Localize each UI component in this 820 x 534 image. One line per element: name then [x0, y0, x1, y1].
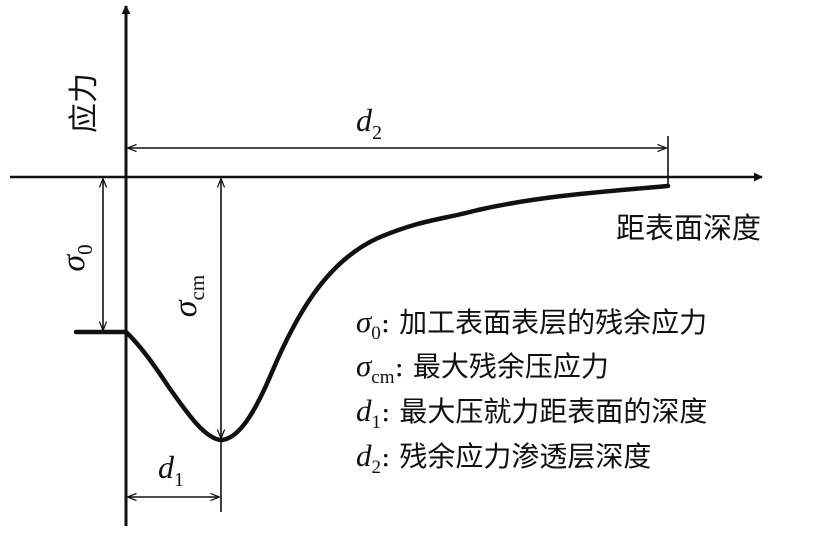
sigma-cm-label: σcm	[167, 275, 209, 317]
residual-stress-curve	[73, 183, 671, 443]
legend-item-sigma0: σ0: 加工表面表层的残余应力	[356, 304, 707, 344]
sigma0-label: σ0	[55, 244, 97, 271]
legend: σ0: 加工表面表层的残余应力 σcm: 最大残余压应力 d1: 最大压就力距表…	[356, 304, 707, 478]
legend-item-d1: d1: 最大压就力距表面的深度	[356, 393, 707, 433]
svg-text:σ0: σ0	[55, 244, 97, 271]
d2-label: d2	[356, 102, 382, 144]
legend-item-sigma-cm: σcm: 最大残余压应力	[356, 348, 609, 388]
svg-text:σcm: σcm	[167, 275, 209, 317]
x-axis-label: 距表面深度	[616, 211, 761, 245]
legend-item-d2: d2: 残余应力渗透层深度	[356, 438, 651, 478]
y-axis-label: 应力	[67, 73, 102, 133]
d1-label: d1	[158, 449, 184, 491]
